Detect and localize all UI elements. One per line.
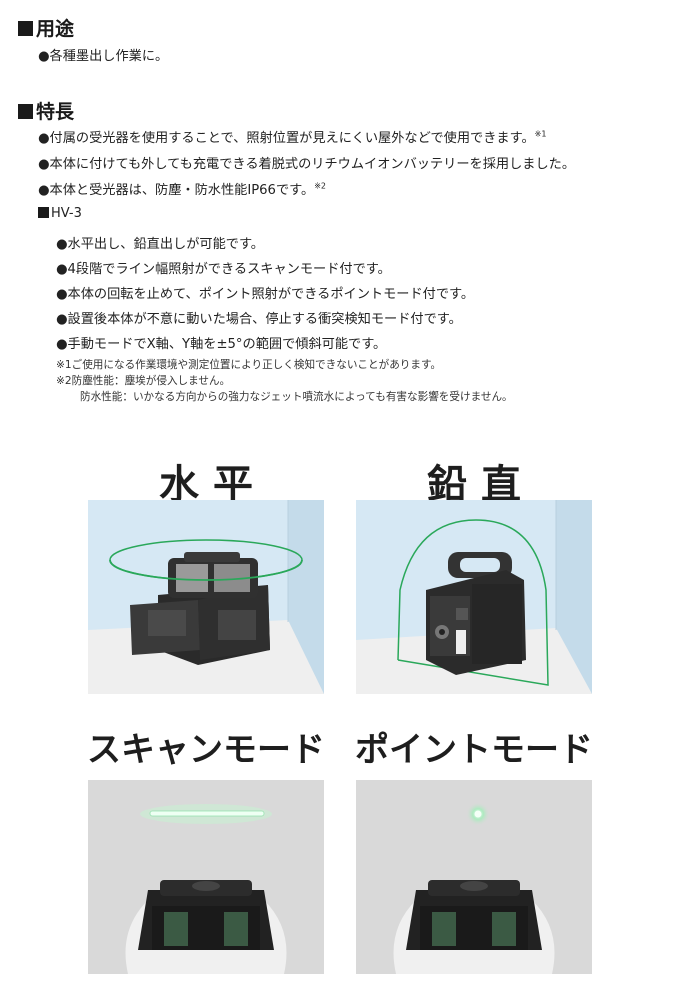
- footnote-ref: ※2: [314, 181, 326, 191]
- model-item: ●本体の回転を止めて、ポイント照射ができるポイントモード付です。: [56, 287, 475, 302]
- features-heading: 特長: [18, 97, 74, 124]
- feature-item: ●付属の受光器を使用することで、照射位置が見えにくい屋外などで使用できます。※1: [38, 129, 547, 146]
- usage-heading: 用途: [18, 14, 74, 41]
- footnote: ※2防塵性能：塵埃が侵入しません。: [56, 375, 231, 387]
- model-item: ●手動モードでX軸、Y軸を±5°の範囲で傾斜可能です。: [56, 337, 387, 352]
- model-heading: HV-3: [38, 206, 82, 221]
- feature-item: ●本体に付けても外しても充電できる着脱式のリチウムイオンバッテリーを採用しました…: [38, 157, 576, 172]
- scan-mode-image: [88, 780, 324, 974]
- point-mode-label: ポイントモード: [355, 730, 593, 770]
- usage-item: ●各種墨出し作業に。: [38, 49, 169, 64]
- scan-mode-label: スキャンモード: [87, 730, 325, 770]
- square-bullet-icon: [18, 21, 33, 36]
- horizontal-image: [88, 500, 324, 694]
- square-bullet-icon: [18, 104, 33, 119]
- feature-item: ●本体と受光器は、防塵・防水性能IP66です。※2: [38, 181, 326, 198]
- footnote: ※1ご使用になる作業環境や測定位置により正しく検知できないことがあります。: [56, 359, 442, 371]
- model-item: ●設置後本体が不意に動いた場合、停止する衝突検知モード付です。: [56, 312, 462, 327]
- model-item: ●水平出し、鉛直出しが可能です。: [56, 237, 264, 252]
- footnote: 防水性能：いかなる方向からの強力なジェット噴流水によっても有害な影響を受けません…: [80, 391, 513, 403]
- point-mode-image: [356, 780, 592, 974]
- vertical-image: [356, 500, 592, 694]
- footnote-ref: ※1: [534, 129, 547, 139]
- model-item: ●4段階でライン幅照射ができるスキャンモード付です。: [56, 262, 391, 277]
- square-bullet-icon: [38, 207, 49, 218]
